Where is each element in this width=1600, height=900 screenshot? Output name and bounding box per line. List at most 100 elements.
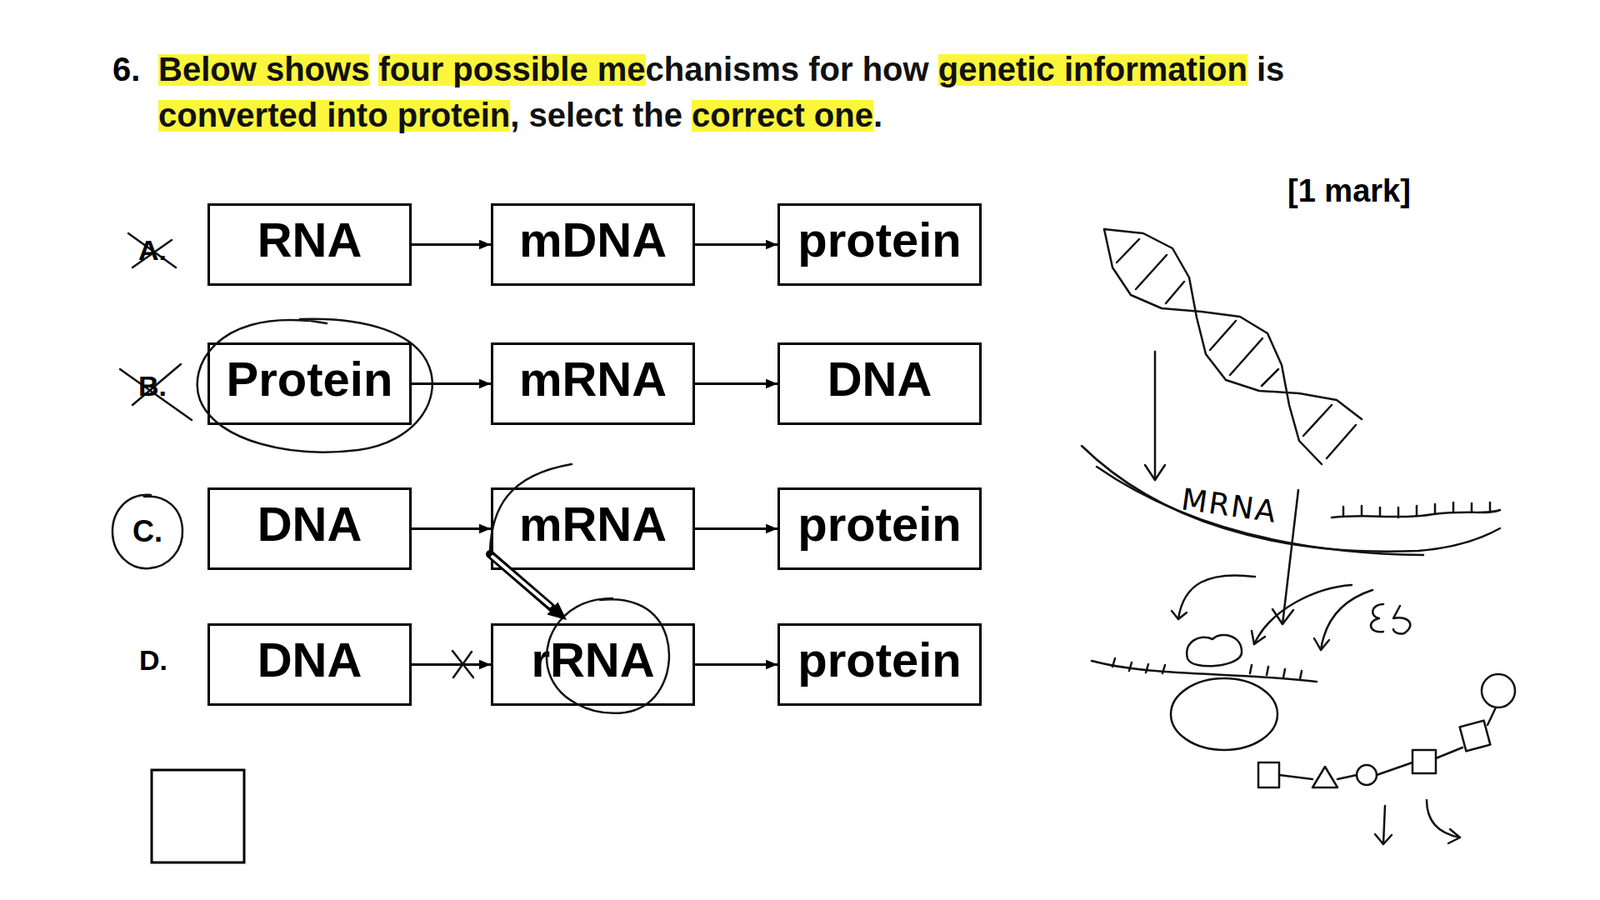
base-pair (1303, 405, 1332, 436)
cross-mark (128, 233, 176, 268)
ribosome-large (1170, 678, 1278, 750)
option-letter: A. (138, 233, 167, 267)
sketch-arrow (1426, 800, 1460, 838)
process-box: protein (777, 487, 982, 570)
handwritten-label: MRNA (1179, 481, 1280, 530)
mrna-strand (1331, 510, 1500, 518)
peptide-bond (1487, 707, 1496, 725)
pen-cursor (547, 601, 568, 620)
circled-option: C. (109, 491, 186, 572)
answer-box (151, 770, 245, 863)
sketch-arrow (1178, 575, 1255, 620)
amino-acid (1481, 674, 1515, 708)
sketch-arrow (1272, 609, 1294, 625)
node-text: DNA (257, 633, 363, 687)
dna-strand (1104, 229, 1362, 420)
amino-acid (1460, 720, 1491, 752)
process-box: mRNA (490, 487, 695, 570)
node-text: mDNA (519, 213, 667, 267)
sketch-arrow (1154, 351, 1157, 480)
flow-arrow (411, 243, 491, 246)
dna-sketch (1081, 229, 1515, 845)
mark-value: [1 mark] (1287, 171, 1411, 210)
process-box: DNA (207, 487, 412, 570)
question-number: 6. (112, 46, 140, 93)
amino-acid (1258, 762, 1280, 788)
option-letter: B. (138, 369, 167, 403)
process-box: mDNA (490, 203, 695, 286)
node-text: C. (132, 515, 163, 549)
process-box: DNA (207, 623, 412, 706)
sketch-arrow (1282, 490, 1299, 625)
mrna-bases (1343, 502, 1490, 518)
question-title: Below shows four possible mechanisms for… (158, 50, 1285, 134)
sketch-arrow (1448, 829, 1460, 844)
flow-arrow (411, 663, 491, 666)
flow-arrow (411, 382, 491, 385)
annotation-group (120, 233, 670, 714)
node-text: RNA (257, 213, 363, 267)
dna-strand (1104, 229, 1322, 465)
nuclear-membrane (1096, 466, 1424, 555)
process-box: protein (777, 203, 982, 286)
cross-mark (132, 364, 181, 405)
node-text: DNA (827, 352, 933, 406)
mrna-bases (1112, 658, 1302, 680)
mrna-strand (1091, 660, 1317, 682)
base-pair (1135, 255, 1167, 290)
sketch-arrow (1251, 630, 1265, 645)
process-box: DNA (777, 342, 982, 425)
ribosome-small (1186, 635, 1242, 666)
process-box: mRNA (490, 342, 695, 425)
question-text: Below shows four possible mechanisms for… (158, 46, 1367, 139)
flow-arrow (695, 663, 778, 666)
base-pair (1261, 369, 1279, 386)
flow-arrow (695, 243, 778, 246)
node-text: rRNA (530, 633, 655, 687)
sketch-arrow (1383, 805, 1385, 845)
peptide-bond (1376, 762, 1413, 775)
cross-mark (453, 651, 472, 678)
node-text: protein (797, 497, 962, 551)
base-pair (1230, 338, 1263, 375)
sketch-arrow (1254, 585, 1352, 645)
base-pair (1165, 281, 1185, 304)
sketch-arrow (1145, 465, 1165, 480)
sketch-arrow (1314, 638, 1330, 650)
base-pair (1116, 239, 1140, 263)
node-text: mRNA (519, 352, 667, 406)
nuclear-membrane (1081, 445, 1500, 552)
cross-mark (120, 369, 192, 420)
circle-outline (112, 495, 183, 569)
hand-circle (197, 319, 433, 453)
flow-arrow (411, 527, 491, 530)
amino-acid (1356, 765, 1377, 785)
peptide-bond (1337, 775, 1357, 780)
trna-squiggle (1370, 604, 1410, 635)
option-letter: D. (139, 643, 168, 677)
flow-arrow (695, 382, 778, 385)
base-pair (1326, 425, 1356, 459)
node-text: DNA (257, 497, 363, 551)
amino-acid (1312, 766, 1338, 788)
base-pair (1210, 320, 1236, 350)
node-text: protein (797, 213, 962, 267)
process-box: RNA (207, 203, 412, 286)
process-box: protein (777, 623, 982, 706)
process-box: rRNA (490, 623, 695, 706)
node-text: Protein (226, 352, 394, 406)
peptide-bond (1435, 747, 1463, 759)
sketch-arrow (1320, 590, 1373, 650)
sketch-arrow (1375, 834, 1392, 845)
amino-acid (1412, 750, 1436, 774)
flow-arrow (695, 527, 778, 530)
sketch-arrow (1171, 610, 1187, 620)
node-text: protein (797, 633, 962, 687)
process-box: Protein (207, 342, 412, 425)
peptide-bond (1279, 775, 1313, 780)
cross-mark (452, 650, 474, 678)
node-text: mRNA (519, 497, 667, 551)
